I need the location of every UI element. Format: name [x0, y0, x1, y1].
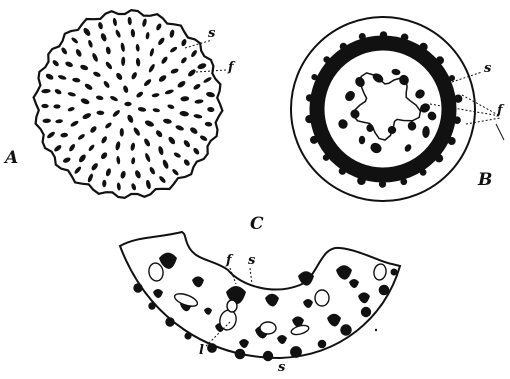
crescent-outline-c: [120, 232, 400, 358]
ring-granule: [453, 116, 461, 124]
wall-granule: [184, 332, 191, 339]
wall-granule: [133, 283, 142, 292]
panel-b-cross-section: [291, 17, 504, 201]
ring-granule: [436, 56, 444, 64]
ring-granule: [357, 176, 366, 185]
vacuole: [227, 300, 237, 312]
surface-spot: [120, 128, 124, 137]
ring-granule: [339, 167, 346, 174]
label-a-s: s: [208, 27, 215, 40]
wall-granule: [263, 351, 273, 361]
panel-letter-c: C: [250, 216, 264, 233]
wall-granule: [361, 307, 371, 317]
ring-granule: [311, 74, 317, 80]
ring-granule: [401, 34, 409, 42]
vacuole: [260, 322, 276, 334]
wall-granule: [340, 324, 351, 335]
wall-granule: [290, 346, 302, 358]
label-a-f: f: [228, 61, 234, 74]
ring-granule: [419, 43, 427, 51]
panel-letter-a: A: [5, 150, 18, 167]
ring-granule: [379, 181, 386, 188]
leader-line-c-s: [250, 268, 252, 284]
ring-granule: [323, 154, 330, 161]
ring-granule: [340, 43, 347, 50]
ring-granule: [359, 33, 366, 40]
label-b-f: f: [497, 104, 503, 117]
ring-granule: [400, 178, 407, 185]
ring-granule: [420, 169, 427, 176]
leader-line-b-f4: [496, 124, 504, 140]
ring-granule: [454, 95, 462, 103]
panel-c-crescent-section: [120, 232, 400, 361]
ring-granule: [380, 31, 387, 38]
ring-granule: [449, 75, 455, 81]
surface-spot: [124, 102, 131, 106]
ring-granule: [305, 115, 313, 123]
wall-granule: [148, 302, 155, 309]
label-c-s: s: [248, 254, 255, 267]
stray-dot-c: [375, 329, 377, 331]
wall-granule: [391, 269, 398, 276]
label-c-f: f: [226, 254, 232, 267]
ring-granule: [306, 94, 313, 101]
wall-granule: [207, 343, 217, 353]
label-c-s-bottom: s: [278, 361, 285, 374]
ring-granule: [310, 136, 318, 144]
wall-granule: [318, 340, 327, 349]
ring-granule: [435, 154, 443, 162]
panel-a-spore-surface: [34, 10, 226, 198]
ring-granule: [323, 56, 330, 63]
ring-granule: [448, 137, 456, 145]
wall-granule: [165, 317, 174, 326]
vacuole: [315, 290, 329, 306]
wall-granule: [235, 349, 246, 360]
label-c-l: l: [199, 344, 204, 357]
wall-granule: [379, 285, 390, 296]
label-b-s: s: [484, 62, 491, 75]
panel-letter-b: B: [478, 172, 492, 189]
